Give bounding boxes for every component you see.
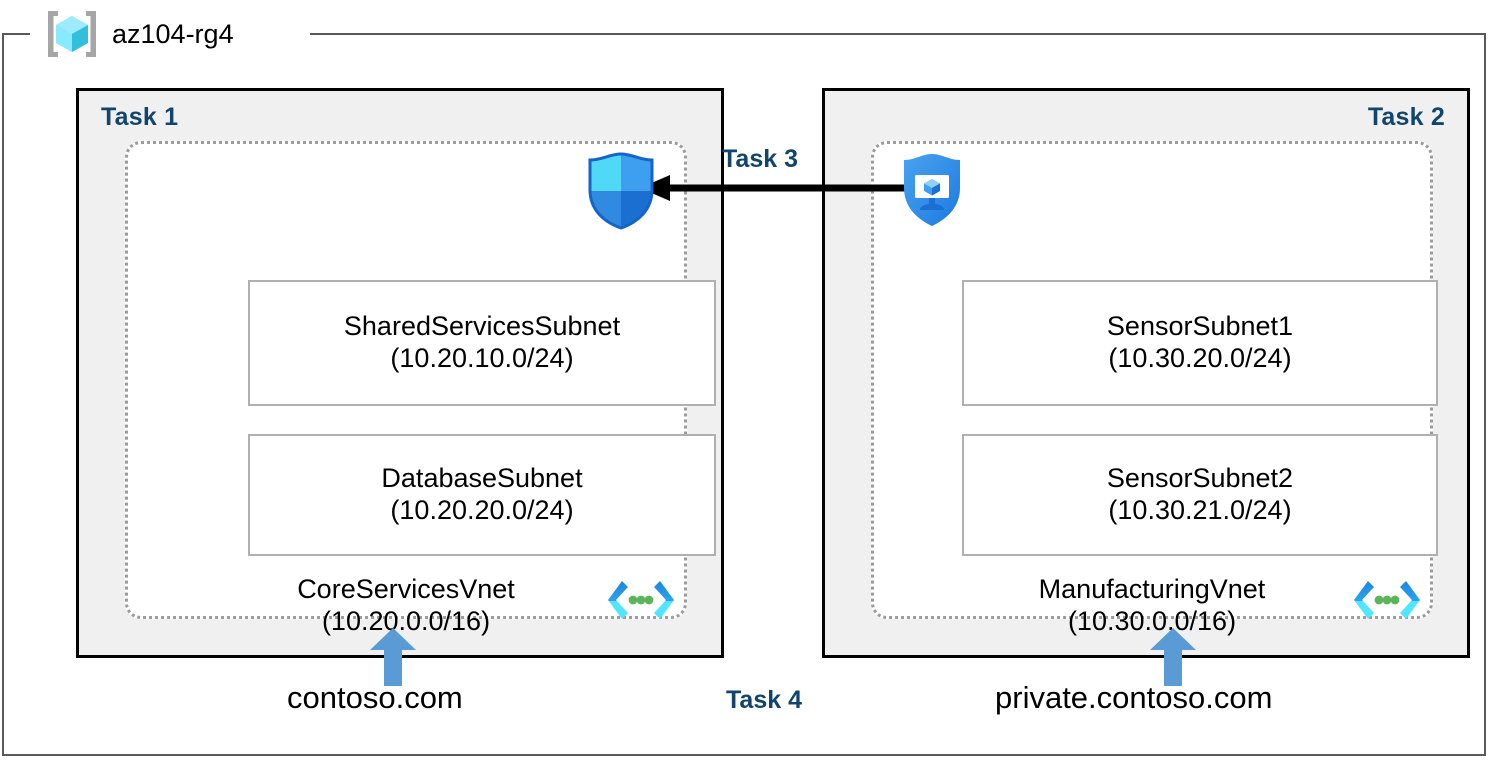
resource-group-frame — [2, 33, 1486, 756]
task-label-task3: Task 3 — [722, 145, 798, 173]
subnet-name: DatabaseSubnet — [381, 463, 583, 494]
vnet-box-manufacturingvnet: SensorSubnet1 (10.30.20.0/24) SensorSubn… — [871, 141, 1438, 636]
subnet-box-sharedservicessubnet: SharedServicesSubnet (10.20.10.0/24) — [248, 280, 716, 406]
subnet-name: SensorSubnet1 — [1106, 311, 1294, 342]
subnet-name: SharedServicesSubnet — [343, 311, 621, 342]
vnet-caption-manufacturingvnet: ManufacturingVnet (10.30.0.0/16) — [874, 574, 1430, 638]
dns-link-arrow-contoso — [370, 628, 416, 686]
task-title-task1: Task 1 — [101, 103, 179, 131]
vnet-box-coreservicesvnet: SharedServicesSubnet (10.20.10.0/24) Dat… — [125, 141, 716, 636]
dns-zone-label-contoso: contoso.com — [287, 680, 463, 715]
vnet-cidr: (10.20.0.0/16) — [321, 605, 491, 636]
resource-group-label: az104-rg4 — [44, 6, 234, 62]
subnet-cidr: (10.30.20.0/24) — [1108, 343, 1292, 373]
dns-link-arrow-private-contoso — [1150, 628, 1196, 686]
subnet-box-databasesubnet: DatabaseSubnet (10.20.20.0/24) — [248, 434, 716, 556]
vnet-icon — [606, 574, 676, 626]
virtual-machine-shield-icon — [898, 152, 966, 228]
dns-zone-label-private-contoso: private.contoso.com — [995, 680, 1273, 715]
subnet-box-sensorsubnet1: SensorSubnet1 (10.30.20.0/24) — [962, 280, 1438, 406]
vnet-name: ManufacturingVnet — [1038, 574, 1266, 604]
subnet-cidr: (10.20.20.0/24) — [390, 495, 574, 525]
security-shield-icon — [584, 152, 658, 230]
task-title-task2: Task 2 — [1367, 103, 1445, 131]
subnet-name: SensorSubnet2 — [1106, 463, 1294, 494]
subnet-cidr: (10.20.10.0/24) — [390, 343, 574, 373]
task-panel-task2: Task 2 SensorSubnet1 (10.30.20.0/24) Sen… — [822, 88, 1470, 658]
vnet-caption-coreservicesvnet: CoreServicesVnet (10.20.0.0/16) — [128, 574, 684, 638]
task-label-task4: Task 4 — [726, 686, 802, 714]
resource-group-cube-icon — [44, 8, 100, 60]
vnet-icon — [1352, 574, 1422, 626]
subnet-cidr: (10.30.21.0/24) — [1108, 495, 1292, 525]
vnet-cidr: (10.30.0.0/16) — [1067, 605, 1237, 636]
vnet-name: CoreServicesVnet — [297, 574, 515, 604]
peering-arrow — [640, 170, 910, 208]
subnet-box-sensorsubnet2: SensorSubnet2 (10.30.21.0/24) — [962, 434, 1438, 556]
resource-group-name: az104-rg4 — [112, 18, 234, 49]
